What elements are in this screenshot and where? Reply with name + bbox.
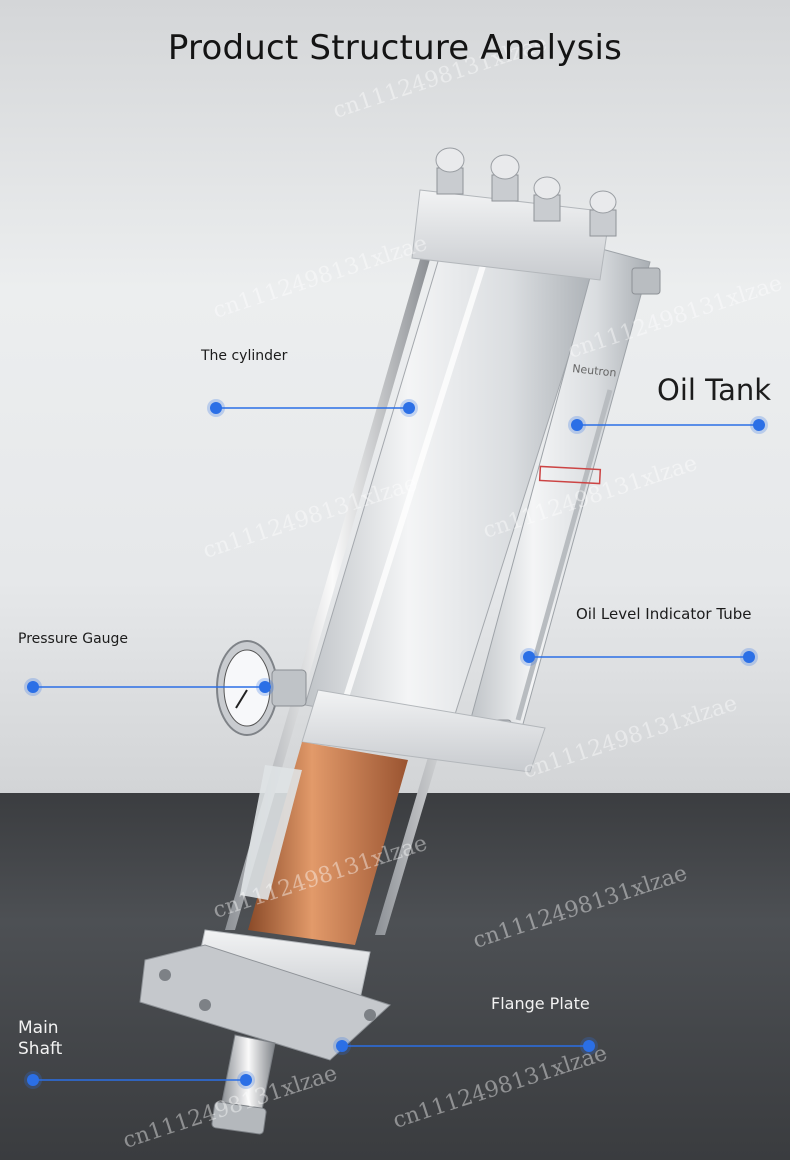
tie-rod xyxy=(225,225,440,930)
cap-nut xyxy=(490,154,520,202)
label-cylinder: The cylinder xyxy=(201,348,288,364)
page-title: Product Structure Analysis xyxy=(167,28,623,68)
cap-nut xyxy=(589,190,617,237)
label-pressure-gauge: Pressure Gauge xyxy=(18,631,129,647)
flange-hole xyxy=(199,999,211,1011)
middle-block xyxy=(301,689,546,773)
label-flange-plate: Flange Plate xyxy=(491,994,590,1013)
shaft-nut xyxy=(211,1101,267,1135)
callout-cylinder xyxy=(207,399,418,417)
pressure-gauge xyxy=(216,640,307,736)
callout-oil-tank xyxy=(568,416,768,434)
callout-oil-level-tube xyxy=(520,648,758,666)
booster-sticker xyxy=(240,765,302,900)
flange-plate-shape xyxy=(139,944,391,1061)
cylinder-highlight xyxy=(339,249,491,711)
cap-nut xyxy=(533,176,561,222)
label-main-shaft-line2: Shaft xyxy=(18,1039,63,1059)
callout-pressure-gauge xyxy=(24,678,274,696)
tank-fitting xyxy=(631,267,661,295)
flange-hole xyxy=(364,1009,376,1021)
callout-main-shaft xyxy=(24,1071,255,1089)
cylinder-assembly: Neutron xyxy=(139,147,661,1135)
brand-label: Neutron xyxy=(572,362,617,380)
label-oil-level-tube: Oil Level Indicator Tube xyxy=(576,605,752,623)
dark-floor-background xyxy=(0,793,790,1160)
flange-hole xyxy=(159,969,171,981)
level-indicator-tube xyxy=(515,389,613,721)
level-scale-mark xyxy=(538,465,602,485)
label-oil-tank: Oil Tank xyxy=(657,373,772,407)
cap-nut xyxy=(435,147,465,195)
label-main-shaft-line1: Main xyxy=(18,1018,59,1038)
callout-flange-plate xyxy=(333,1037,598,1055)
